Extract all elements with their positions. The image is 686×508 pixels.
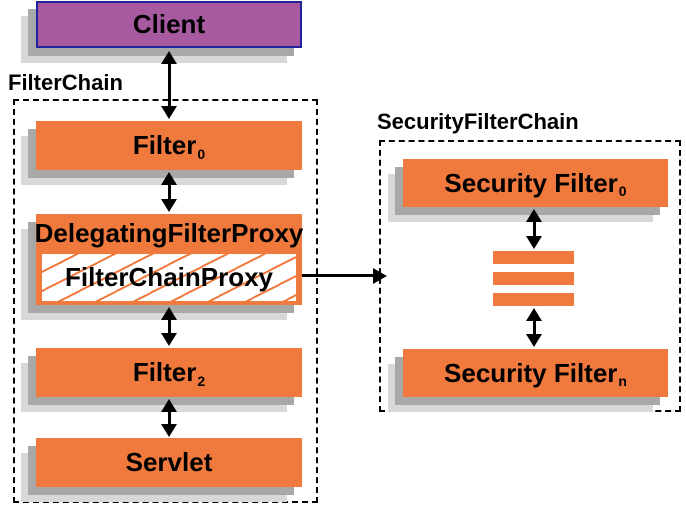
arrow-down-head-icon [161, 424, 177, 437]
arrow-shaft [167, 183, 171, 201]
filter-chain-proxy-label: FilterChainProxy [64, 262, 274, 292]
arrow-shaft [167, 410, 171, 426]
double-arrow-icon [526, 209, 542, 249]
arrow-right-head-icon [373, 268, 387, 284]
double-arrow-icon [161, 172, 177, 212]
filterchain-panel [13, 99, 318, 503]
ellipsis-bar [493, 293, 574, 306]
arrow-up-head-icon [161, 307, 177, 320]
arrow-down-head-icon [161, 333, 177, 346]
security-filtern-label: Security Filter [444, 357, 618, 388]
arrow-shaft [532, 220, 536, 238]
security-filtern-subscript: n [618, 373, 627, 389]
servlet-label: Servlet [125, 447, 213, 477]
arrow-up-head-icon [526, 308, 542, 321]
filter0-subscript: 0 [197, 145, 206, 162]
arrow-down-head-icon [161, 199, 177, 212]
arrow-down-head-icon [526, 334, 542, 347]
arrow-up-head-icon [161, 399, 177, 412]
arrow-shaft [167, 318, 171, 335]
security-filterchain-title: SecurityFilterChain [377, 109, 579, 134]
arrow-shaft [532, 319, 536, 336]
client-label: Client [132, 9, 206, 39]
double-arrow-icon [161, 307, 177, 346]
arrow-shaft [167, 62, 171, 108]
delegating-filter-proxy-label: DelegatingFilterProxy [34, 217, 304, 248]
filterchain-title: FilterChain [8, 70, 123, 95]
security-filter0-subscript: 0 [618, 183, 627, 199]
arrow-down-head-icon [526, 236, 542, 249]
filter-chain-proxy-box: FilterChainProxy [42, 254, 296, 301]
right-arrow-icon [302, 268, 387, 284]
double-arrow-icon [526, 308, 542, 347]
delegating-filter-proxy-box: DelegatingFilterProxy FilterChainProxy [34, 214, 304, 305]
arrow-up-head-icon [161, 51, 177, 64]
filter2-subscript: 2 [197, 372, 206, 389]
arrow-up-head-icon [161, 172, 177, 185]
servlet-box: Servlet [36, 438, 302, 487]
arrow-shaft [302, 274, 375, 277]
arrow-down-head-icon [161, 106, 177, 119]
double-arrow-icon [161, 399, 177, 437]
arrow-up-head-icon [526, 209, 542, 222]
ellipsis-bar [493, 272, 574, 285]
filter0-label: Filter [132, 130, 197, 160]
filter2-label: Filter [132, 357, 197, 387]
double-arrow-icon [161, 51, 177, 119]
security-filter0-label: Security Filter [444, 167, 618, 198]
client-box: Client [36, 1, 302, 48]
ellipsis-bar [493, 251, 574, 264]
